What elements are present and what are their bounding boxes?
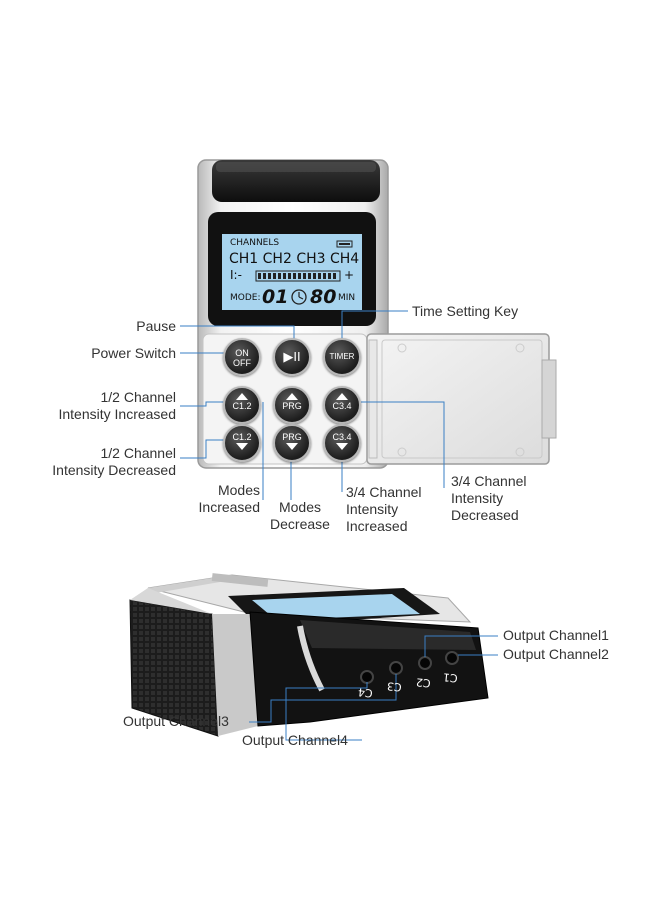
callout-ch34-decreased-line1: 3/4 Channel [451, 473, 527, 489]
jack-label-c2: C2 [415, 675, 432, 690]
prg-up-button[interactable]: PRG [273, 386, 311, 424]
callout-modes-decrease-line2: Decrease [270, 516, 330, 532]
callout-ch34-increased-line2: Intensity [346, 501, 399, 517]
lcd-intensity-plus: + [344, 268, 355, 282]
callout-ch12-increased-line1: 1/2 Channel [100, 389, 176, 405]
lcd-channels-label: CHANNELS [230, 238, 280, 248]
lcd-min-label: MIN [338, 293, 356, 303]
c12-down-button[interactable]: C1.2 [223, 424, 261, 462]
callout-output-channel2: Output Channel2 [503, 646, 609, 662]
timer-button[interactable]: TIMER [323, 338, 361, 376]
lcd-intensity-minus: I:- [230, 268, 242, 282]
lcd-channel-row: CH1 CH2 CH3 CH4 [229, 251, 360, 267]
c34-down-button[interactable]: C3.4 [323, 424, 361, 462]
arrow-down-icon [286, 443, 298, 450]
callout-output-channel4: Output Channel4 [242, 732, 348, 748]
lcd-mode-value: 01 [262, 286, 289, 308]
callout-ch12-decreased-line2: Intensity Decreased [52, 462, 176, 478]
arrow-up-icon [336, 393, 348, 400]
c12-up-button[interactable]: C1.2 [223, 386, 261, 424]
callout-power-switch: Power Switch [91, 345, 176, 361]
callout-ch34-increased-line3: Increased [346, 518, 408, 534]
jack-label-c3: C3 [386, 679, 403, 694]
arrow-down-icon [236, 443, 248, 450]
lcd-mode-label: MODE: [230, 293, 261, 303]
prg-down-button[interactable]: PRG [273, 424, 311, 462]
timer-label: TIMER [329, 352, 355, 361]
c34-up-label: C3.4 [332, 401, 352, 411]
callout-modes-decrease-line1: Modes [278, 499, 322, 515]
callout-output-channel1: Output Channel1 [503, 627, 609, 643]
lcd-timer-value: 80 [310, 286, 337, 308]
on-off-label: ON OFF [233, 348, 251, 368]
callout-time-setting-key: Time Setting Key [412, 303, 519, 319]
device-flip-lid [366, 333, 557, 465]
play-pause-button[interactable]: ▶II [273, 338, 311, 376]
callout-output-channel3: Output Channel3 [123, 713, 229, 729]
prg-down-label: PRG [282, 432, 302, 442]
callout-ch34-increased-line1: 3/4 Channel [346, 484, 422, 500]
arrow-up-icon [236, 393, 248, 400]
jack-label-c4: C4 [357, 685, 374, 700]
callout-ch34-decreased-line3: Decreased [451, 507, 519, 523]
on-off-button[interactable]: ON OFF [223, 338, 261, 376]
callout-modes-increased-line2: Increased [198, 499, 260, 515]
prg-up-label: PRG [282, 401, 302, 411]
callout-ch12-increased-line2: Intensity Increased [58, 406, 176, 422]
arrow-down-icon [336, 443, 348, 450]
c12-up-label: C1.2 [232, 401, 252, 411]
c12-down-label: C1.2 [232, 432, 252, 442]
callout-modes-increased-line1: Modes [217, 482, 260, 498]
play-pause-label: ▶II [283, 349, 301, 364]
callout-pause: Pause [136, 318, 176, 334]
device-rear-body [129, 573, 489, 737]
callout-ch34-decreased-line2: Intensity [451, 490, 504, 506]
c34-up-button[interactable]: C3.4 [323, 386, 361, 424]
jack-label-c1: C1 [442, 670, 459, 685]
callout-ch12-decreased-line1: 1/2 Channel [100, 445, 176, 461]
arrow-up-icon [286, 393, 298, 400]
c34-down-label: C3.4 [332, 432, 352, 442]
